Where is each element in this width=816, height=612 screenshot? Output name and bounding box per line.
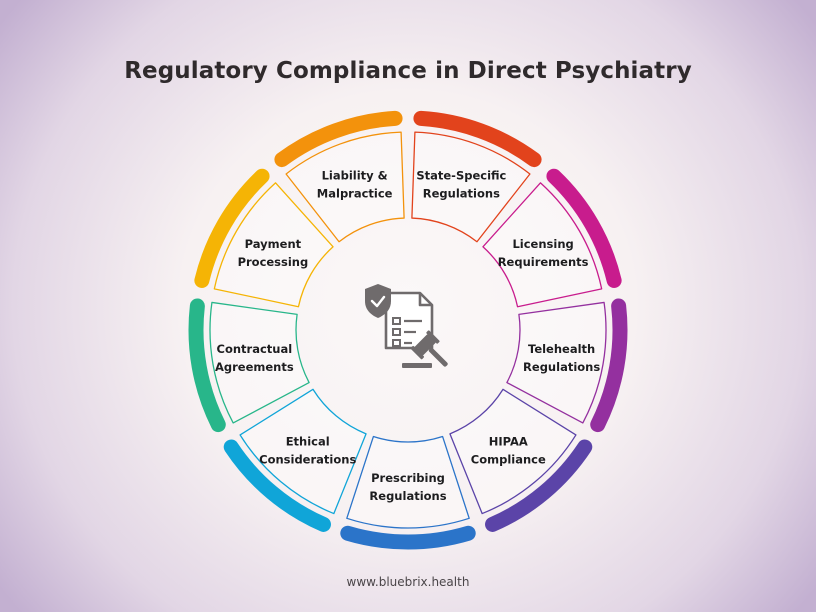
diagram-title: Regulatory Compliance in Direct Psychiat… xyxy=(124,58,692,84)
segment-liability-malpractice: Liability & Malpractice xyxy=(274,110,405,243)
segment-outline xyxy=(411,131,531,243)
segment-label-line2: Agreements xyxy=(215,360,294,374)
legal-compliance-icon xyxy=(365,284,448,368)
segment-outline xyxy=(346,435,470,529)
segment-arc xyxy=(546,168,622,289)
segment-outline xyxy=(506,301,607,424)
segment-arc xyxy=(485,439,593,532)
segment-outline xyxy=(285,131,405,243)
segment-label-line2: Regulations xyxy=(523,360,600,374)
segment-outline xyxy=(449,388,577,515)
segment-label-line2: Requirements xyxy=(498,255,589,269)
segment-hipaa-compliance: HIPAA Compliance xyxy=(449,388,593,532)
segment-arc xyxy=(340,525,476,550)
segment-label-line2: Regulations xyxy=(423,186,500,200)
segment-label-line2: Considerations xyxy=(259,453,356,467)
segment-arc xyxy=(590,298,628,433)
segment-label-line1: Ethical xyxy=(286,435,330,449)
segment-label-line2: Processing xyxy=(238,255,309,269)
segment-arc xyxy=(274,110,403,168)
segment-label-line1: Prescribing xyxy=(371,471,445,485)
segment-label-line1: Contractual xyxy=(217,342,293,356)
website-footer: www.bluebrix.health xyxy=(346,575,470,589)
segment-outline xyxy=(213,182,334,308)
segment-outline xyxy=(209,301,310,424)
segment-label-line2: Regulations xyxy=(369,489,446,503)
segment-label-line1: State-Specific xyxy=(416,168,506,182)
segment-label-line1: HIPAA xyxy=(489,435,528,449)
segment-arc xyxy=(413,110,542,168)
segment-outline xyxy=(239,388,367,515)
segment-label-line1: Payment xyxy=(245,237,302,251)
segment-label-line2: Malpractice xyxy=(317,186,393,200)
segment-arc xyxy=(194,168,270,289)
segment-label-line2: Compliance xyxy=(471,453,546,467)
segment-label: HIPAA Compliance xyxy=(471,435,546,467)
segment-outline xyxy=(482,182,603,308)
segment-label-line1: Licensing xyxy=(512,237,573,251)
segment-arc xyxy=(188,298,226,433)
segment-arc xyxy=(223,439,331,532)
segment-label-line1: Telehealth xyxy=(528,342,595,356)
segment-label-line1: Liability & xyxy=(322,168,388,182)
segment-label: Liability & Malpractice xyxy=(317,168,393,200)
